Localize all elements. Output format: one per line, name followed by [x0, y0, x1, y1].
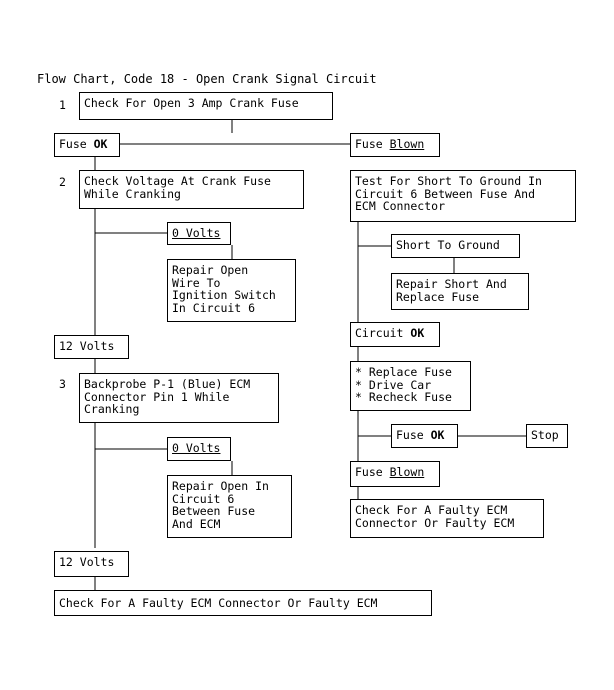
zero-volts-2-box: 0 Volts — [167, 437, 231, 461]
fuse-ok2-label: Fuse — [396, 428, 431, 442]
fuse-blown2-label: Fuse — [355, 465, 390, 479]
repair-open-circuit-box: Repair Open In Circuit 6 Between Fuse An… — [167, 475, 292, 538]
zero-volts-2-label: 0 Volts — [172, 441, 221, 455]
fuse-blown-box: Fuse Blown — [350, 133, 440, 157]
fuse-ok-box: Fuse OK — [54, 133, 120, 157]
circuit-ok-label: Circuit — [355, 326, 411, 340]
fuse-ok2-box: Fuse OK — [391, 424, 458, 448]
fuse-blown-underlined: Blown — [389, 137, 425, 151]
repair-open-wire-box: Repair Open Wire To Ignition Switch In C… — [167, 259, 296, 322]
zero-volts-1-label: 0 Volts — [172, 226, 221, 240]
circuit-ok-box: Circuit OK — [350, 322, 440, 347]
stop-box: Stop — [526, 424, 568, 448]
check-voltage-box: Check Voltage At Crank Fuse While Cranki… — [79, 170, 304, 209]
twelve-volts-2-box: 12 Volts — [54, 551, 129, 577]
fuse-blown2-underlined: Blown — [389, 465, 425, 479]
fuse-ok-bold: OK — [93, 137, 108, 151]
short-to-ground-box: Short To Ground — [391, 234, 520, 258]
step-number-2: 2 — [59, 175, 66, 189]
test-short-box: Test For Short To Ground In Circuit 6 Be… — [350, 170, 576, 222]
fuse-ok2-bold: OK — [430, 428, 445, 442]
faulty-ecm-bottom-box: Check For A Faulty ECM Connector Or Faul… — [54, 590, 432, 616]
fuse-blown-label: Fuse — [355, 137, 390, 151]
repair-short-box: Repair Short And Replace Fuse — [391, 273, 529, 310]
step-number-3: 3 — [59, 377, 66, 391]
fuse-blown2-box: Fuse Blown — [350, 461, 440, 487]
circuit-ok-bold: OK — [410, 326, 425, 340]
check-fuse-box: Check For Open 3 Amp Crank Fuse — [79, 92, 333, 120]
zero-volts-1-box: 0 Volts — [167, 222, 231, 245]
backprobe-box: Backprobe P-1 (Blue) ECM Connector Pin 1… — [79, 373, 279, 423]
step-number-1: 1 — [59, 98, 66, 112]
faulty-ecm-right-box: Check For A Faulty ECM Connector Or Faul… — [350, 499, 544, 538]
fuse-ok-label: Fuse — [59, 137, 94, 151]
replace-fuse-box: * Replace Fuse * Drive Car * Recheck Fus… — [350, 361, 471, 411]
chart-title: Flow Chart, Code 18 - Open Crank Signal … — [37, 72, 377, 86]
twelve-volts-1-box: 12 Volts — [54, 335, 129, 359]
